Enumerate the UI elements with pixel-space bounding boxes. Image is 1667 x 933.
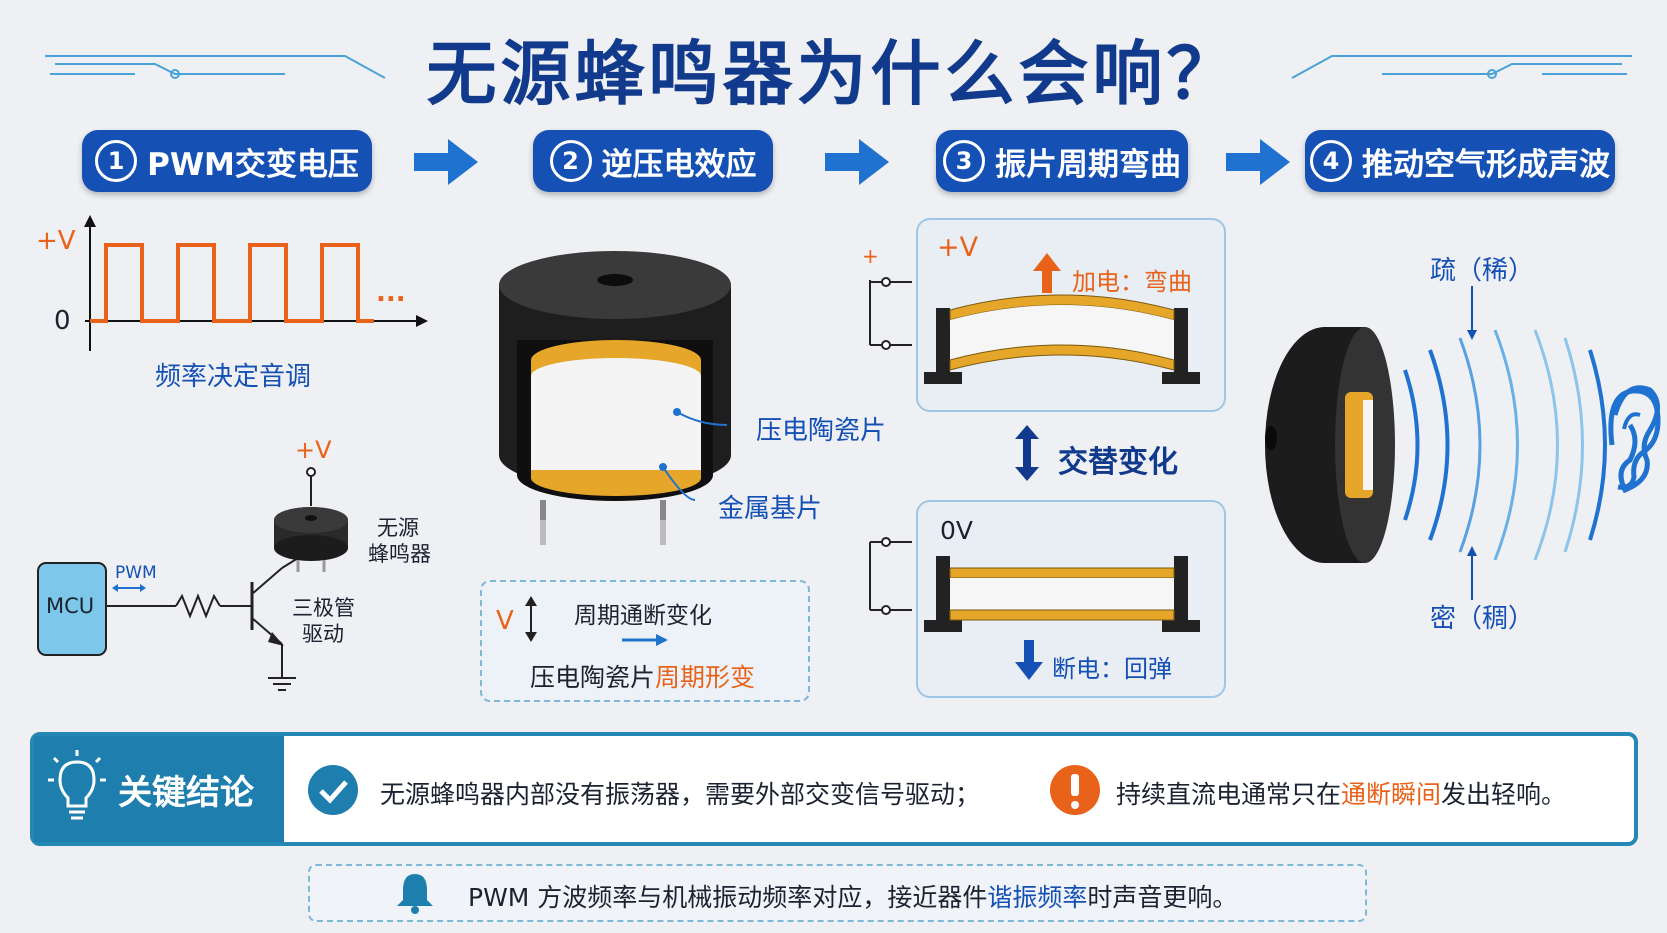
page-title: 无源蜂鸣器为什么会响？	[426, 33, 1241, 115]
wave-sparse-label: 疏（稀）	[1430, 256, 1535, 286]
conclusion-point-2-highlight: 通断瞬间	[1341, 780, 1442, 809]
tip-prefix: PWM 方波频率与机械振动频率对应，接近器件	[468, 883, 988, 912]
pwm-signal-label: PWM	[115, 563, 157, 583]
plate-top-terminal: +	[862, 244, 879, 268]
step-2-label: 逆压电效应	[601, 146, 757, 183]
transistor-label-2: 驱动	[302, 622, 344, 646]
step-2-number: 2	[549, 140, 592, 182]
conclusion-point-1: 无源蜂鸣器内部没有振荡器，需要外部交变信号驱动；	[380, 780, 981, 809]
plate-alternate-label: 交替变化	[1058, 445, 1178, 480]
circuit-buzzer-label-2: 蜂鸣器	[368, 542, 431, 566]
circuit-vplus-label: +V	[295, 436, 332, 464]
sound-wave-diagram	[1265, 327, 1660, 563]
step-3-number: 3	[943, 140, 985, 182]
arrow-right-icon	[825, 139, 889, 185]
bell-icon	[397, 874, 433, 914]
wave-pointer-up	[1467, 286, 1477, 340]
arrow-right-icon	[1226, 139, 1290, 185]
buzzer-cutaway	[499, 251, 731, 545]
wave-dense-label: 密（稠）	[1430, 604, 1535, 634]
conclusion-point-2-suffix: 发出轻响。	[1441, 780, 1567, 809]
step-1-pwm: 1 PWM交变电压	[82, 130, 372, 192]
down-arrow-icon	[1015, 640, 1043, 680]
step-4-soundwave: 4 推动空气形成声波	[1305, 130, 1615, 192]
pwm-caption: 频率决定音调	[155, 362, 312, 392]
wave-pointer-down	[1467, 546, 1477, 600]
circuit-buzzer-label-1: 无源	[377, 516, 419, 540]
step-4-label: 推动空气形成声波	[1362, 146, 1610, 183]
conclusion-panel	[30, 732, 1638, 846]
check-circle-icon	[308, 765, 358, 815]
pwm-waveform	[84, 215, 428, 351]
effect-v-label: V	[496, 606, 514, 636]
lightbulb-icon	[48, 750, 106, 820]
arrow-right-icon	[622, 634, 668, 646]
conclusion-point-2: 持续直流电通常只在通断瞬间发出轻响。	[1116, 775, 1566, 811]
plate-flat-diagram	[869, 537, 1200, 632]
effect-line-2-prefix: 压电陶瓷片	[530, 663, 656, 692]
plate-top-voltage: +V	[937, 232, 979, 263]
updown-arrow-icon	[525, 596, 537, 642]
conclusion-heading: 关键结论	[118, 773, 254, 813]
tip-highlight: 谐振频率	[987, 883, 1088, 912]
step-3-label: 振片周期弯曲	[995, 146, 1181, 183]
step-4-number: 4	[1310, 140, 1352, 182]
updown-arrow-icon	[1015, 425, 1039, 481]
tip-box	[308, 864, 1367, 922]
plate-bottom-caption: 断电：回弹	[1052, 655, 1172, 683]
step-3-bending: 3 振片周期弯曲	[936, 130, 1188, 192]
ear-icon	[1608, 388, 1661, 490]
right-circuit-decoration-icon	[1291, 55, 1632, 79]
tip-suffix: 时声音更响。	[1087, 883, 1238, 912]
driver-circuit	[37, 467, 348, 691]
pwm-zero-label: 0	[54, 306, 71, 336]
step-2-piezo: 2 逆压电效应	[533, 130, 773, 192]
up-arrow-icon	[1033, 253, 1061, 293]
exclamation-circle-icon	[1050, 765, 1100, 815]
effect-line-1: 周期通断变化	[574, 603, 712, 629]
effect-line-2: 压电陶瓷片周期形变	[530, 658, 755, 694]
tip-text: PWM 方波频率与机械振动频率对应，接近器件谐振频率时声音更响。	[468, 878, 1237, 914]
plate-top-caption: 加电：弯曲	[1072, 268, 1192, 296]
metal-plate-label: 金属基片	[718, 494, 823, 524]
step-1-number: 1	[95, 140, 138, 182]
plate-bent-diagram	[869, 277, 1200, 384]
step-1-label: PWM交变电压	[147, 146, 359, 183]
conclusion-point-2-prefix: 持续直流电通常只在	[1116, 780, 1342, 809]
pwm-dots: ...	[376, 278, 406, 308]
mcu-label: MCU	[46, 594, 95, 618]
piezo-label: 压电陶瓷片	[756, 416, 887, 446]
effect-line-2-highlight: 周期形变	[655, 663, 756, 692]
left-circuit-decoration-icon	[45, 55, 386, 79]
arrow-right-icon	[414, 139, 478, 185]
plate-bottom-voltage: 0V	[940, 516, 974, 545]
pwm-vplus-label: +V	[36, 226, 76, 256]
transistor-label-1: 三极管	[292, 596, 355, 620]
